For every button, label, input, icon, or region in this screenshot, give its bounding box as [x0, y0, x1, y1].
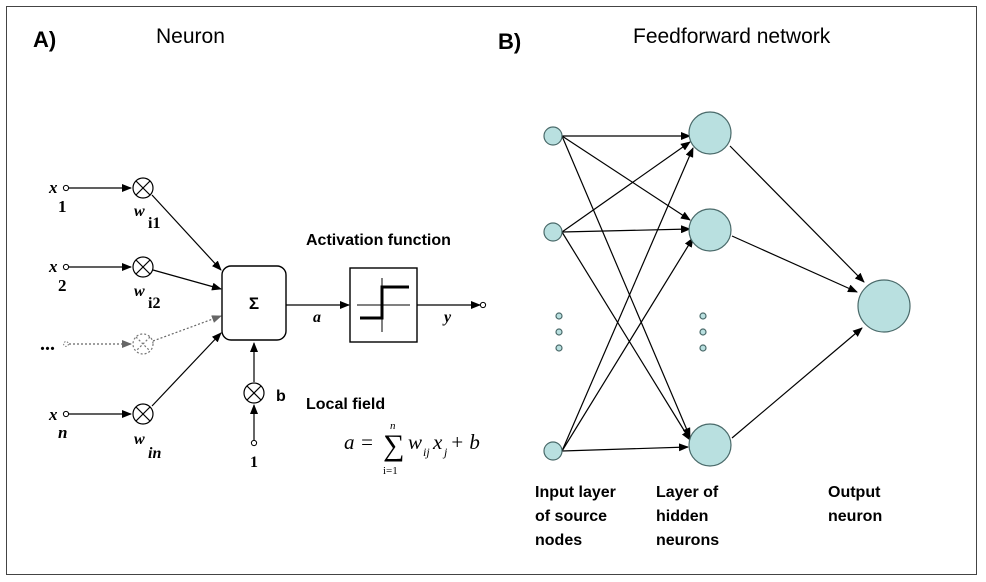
- bias-input-label: 1: [250, 454, 258, 471]
- formula-tail: + b: [450, 430, 480, 454]
- input-x2-label: x: [48, 257, 58, 276]
- local-field-label: Local field: [306, 396, 385, 413]
- input-x1-sub: 1: [58, 197, 67, 216]
- formula-x: x: [432, 430, 443, 454]
- weight-wn-label: w: [134, 431, 145, 448]
- ellipsis-dot: [555, 328, 563, 336]
- sigma-icon: Σ: [249, 294, 259, 313]
- input-terminal: [63, 341, 69, 347]
- activation-function-label: Activation function: [306, 232, 451, 249]
- formula-x-sub: j: [442, 445, 448, 459]
- ellipsis-label: ...: [40, 333, 55, 355]
- ellipsis-dot: [555, 344, 563, 352]
- label-line: neuron: [828, 508, 882, 525]
- formula-w: w: [408, 430, 422, 454]
- bias-input: 1 b: [243, 342, 286, 471]
- formula-lower: i=1: [383, 465, 398, 477]
- ellipsis-dot: [699, 312, 707, 320]
- input-x1-label: x: [48, 178, 58, 197]
- weight-to-sum-wire: [151, 194, 222, 271]
- multiply-icon: [132, 256, 154, 278]
- label-line: neurons: [656, 532, 719, 549]
- label-line: of source: [535, 508, 607, 525]
- input-node: [543, 441, 563, 461]
- ellipsis-dot: [699, 328, 707, 336]
- summation-node: Σ: [221, 265, 287, 341]
- weight-w2-sub: i2: [148, 295, 160, 312]
- panel-b-letter: B): [498, 29, 521, 54]
- panel-b-title: Feedforward network: [633, 25, 831, 48]
- formula-w-sub: ij: [423, 445, 430, 459]
- weight-wn-sub: in: [148, 445, 161, 462]
- input-layer: [543, 126, 563, 461]
- input-terminal: [62, 263, 70, 271]
- output-layer-label: Output neuron: [828, 484, 882, 525]
- input-node: [543, 222, 563, 242]
- label-line: Output: [828, 484, 881, 501]
- hidden-layer: [688, 111, 732, 467]
- label-line: hidden: [656, 508, 708, 525]
- input-row-ellipsis: ...: [40, 315, 222, 355]
- multiply-icon: [132, 177, 154, 199]
- input-row-1: x 1 w i1: [48, 177, 222, 271]
- input-node: [543, 126, 563, 146]
- multiply-icon: [243, 382, 265, 404]
- activation-function-box: [349, 267, 418, 343]
- weight-w2-label: w: [134, 283, 145, 300]
- input-row-n: x n w in: [48, 332, 222, 462]
- weight-to-sum-wire: [152, 315, 222, 342]
- hidden-layer-label: Layer of hidden neurons: [656, 484, 719, 549]
- input-terminal: [62, 410, 70, 418]
- label-line: Input layer: [535, 484, 616, 501]
- ellipsis-dot: [699, 344, 707, 352]
- formula-lhs: a =: [344, 430, 374, 454]
- input-xn-label: x: [48, 405, 58, 424]
- local-field-formula: a = ∑ n i=1 w ij x j + b: [344, 420, 480, 477]
- figure-frame: [6, 6, 977, 575]
- label-line: Layer of: [656, 484, 719, 501]
- formula-upper: n: [390, 420, 396, 432]
- output-neuron: [857, 279, 911, 333]
- ellipsis-dot: [555, 312, 563, 320]
- weight-to-sum-wire: [151, 332, 222, 407]
- bias-terminal: [250, 439, 258, 447]
- weight-w1-label: w: [134, 203, 145, 220]
- panel-a-title: Neuron: [156, 25, 225, 48]
- panel-a-letter: A): [33, 27, 56, 52]
- label-line: nodes: [535, 532, 582, 549]
- hidden-neuron: [688, 423, 732, 467]
- weight-to-sum-wire: [152, 269, 222, 291]
- a-label: a: [313, 309, 321, 326]
- input-x2-sub: 2: [58, 276, 67, 295]
- hidden-neuron: [688, 111, 732, 155]
- input-hidden-connections: [561, 132, 694, 452]
- input-terminal: [62, 184, 70, 192]
- hidden-neuron: [688, 208, 732, 252]
- step-function-icon: [360, 285, 409, 320]
- output-terminal: [479, 301, 487, 309]
- y-label: y: [442, 309, 452, 326]
- input-layer-label: Input layer of source nodes: [535, 484, 616, 549]
- multiply-icon: [132, 403, 154, 425]
- hidden-output-connections: [729, 145, 865, 439]
- bias-label: b: [276, 388, 286, 405]
- input-xn-sub: n: [58, 423, 67, 442]
- weight-w1-sub: i1: [148, 215, 160, 232]
- formula-sum: ∑: [383, 429, 404, 462]
- multiply-icon: [132, 333, 154, 355]
- input-row-2: x 2 w i2: [48, 256, 222, 312]
